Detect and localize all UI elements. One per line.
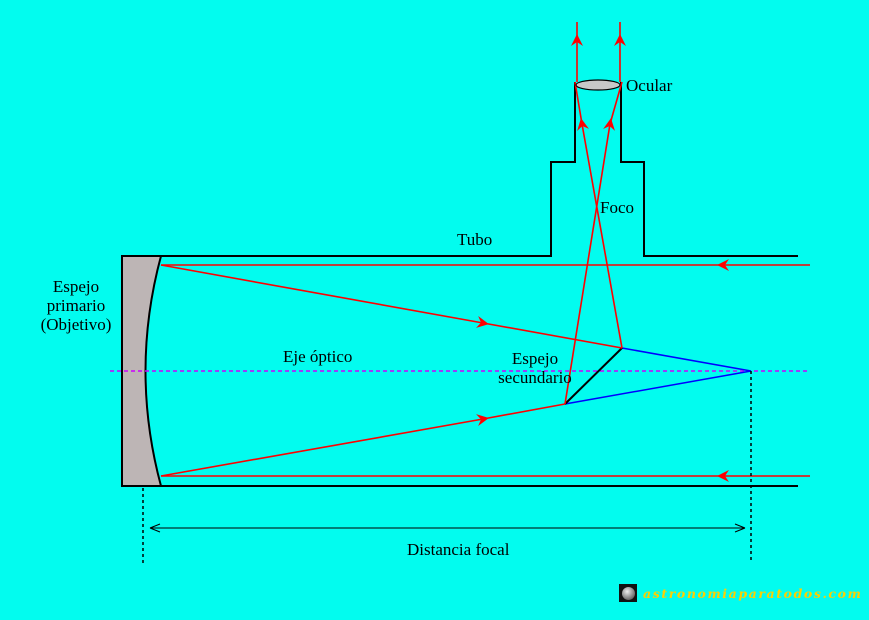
watermark: astronomiaparatodos.com bbox=[619, 583, 862, 603]
secondary-mirror bbox=[564, 347, 623, 405]
tubo-label: Tubo bbox=[457, 230, 493, 249]
diverted-ray-left bbox=[564, 118, 615, 405]
optical-axis-label: Eje óptico bbox=[283, 347, 353, 366]
reflected-cone bbox=[564, 347, 752, 405]
tube-top-wall bbox=[122, 82, 576, 257]
reflected-ray-top bbox=[160, 264, 489, 328]
eyepiece-lens bbox=[575, 79, 621, 91]
focal-distance-markers bbox=[142, 371, 752, 563]
tube bbox=[122, 82, 798, 487]
watermark-text: astronomiaparatodos.com bbox=[643, 585, 863, 601]
light-rays bbox=[160, 22, 810, 482]
primary-mirror-label: Espejo primario (Objetivo) bbox=[40, 277, 112, 334]
ocular-label: Ocular bbox=[626, 76, 673, 95]
planet-logo-icon bbox=[619, 584, 637, 602]
reflected-ray-bottom bbox=[160, 414, 489, 477]
focal-distance-label: Distancia focal bbox=[407, 540, 510, 559]
diverted-ray-right bbox=[577, 118, 623, 349]
tube-top-wall-right bbox=[620, 82, 798, 257]
foco-label: Foco bbox=[600, 198, 634, 217]
secondary-mirror-label: Espejo secundario bbox=[498, 349, 572, 387]
